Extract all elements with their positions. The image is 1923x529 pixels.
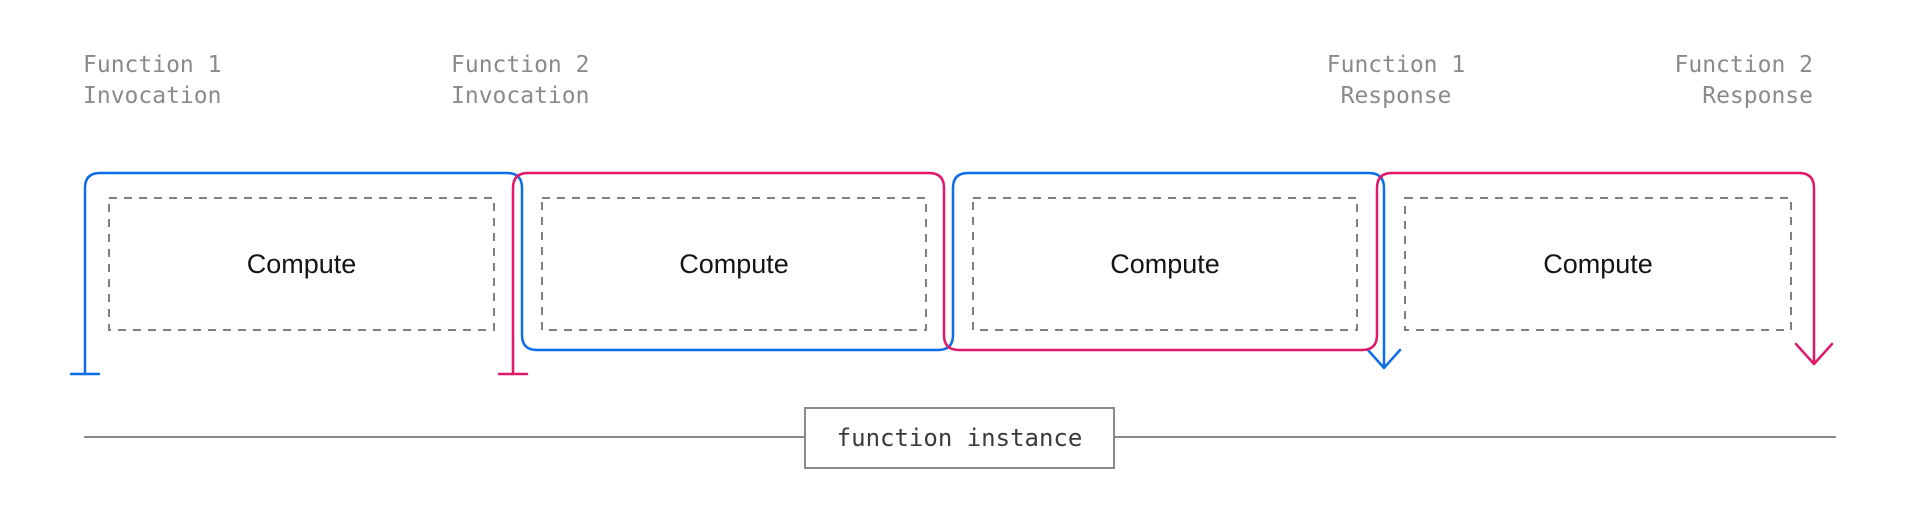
label-line: Function 1 — [83, 52, 222, 78]
compute-block-label-2: Compute — [679, 248, 789, 279]
label-line: Response — [1340, 83, 1452, 109]
compute-block-label-3: Compute — [1110, 248, 1220, 279]
function-instance-label: function instance — [836, 424, 1083, 452]
function-instance-box: function instance — [804, 407, 1115, 469]
label-line: Function 2 — [1674, 52, 1813, 78]
label-function2-response: Function 2 Response — [1513, 50, 1813, 112]
label-line: Invocation — [451, 83, 590, 109]
compute-dashed-box-2 — [541, 197, 927, 331]
compute-block-label-4: Compute — [1543, 248, 1653, 279]
label-line: Response — [1702, 83, 1813, 109]
label-function2-invocation: Function 2 Invocation — [451, 50, 589, 112]
compute-dashed-box-3 — [972, 197, 1358, 331]
function1-flow-path — [83, 171, 1386, 376]
compute-block-label-1: Compute — [246, 248, 357, 279]
label-line: Function 2 — [451, 52, 590, 78]
function2-response-arrowhead — [1794, 342, 1834, 366]
label-function1-response: Function 1 Response — [1246, 50, 1546, 112]
compute-dashed-box-4 — [1404, 197, 1792, 331]
function2-flow-path — [511, 171, 1816, 376]
label-function1-invocation: Function 1 Invocation — [83, 50, 221, 112]
function1-response-arrowhead — [1366, 348, 1402, 370]
label-line: Invocation — [83, 83, 222, 109]
label-line: Function 1 — [1326, 52, 1466, 78]
compute-dashed-box-1 — [108, 197, 495, 331]
